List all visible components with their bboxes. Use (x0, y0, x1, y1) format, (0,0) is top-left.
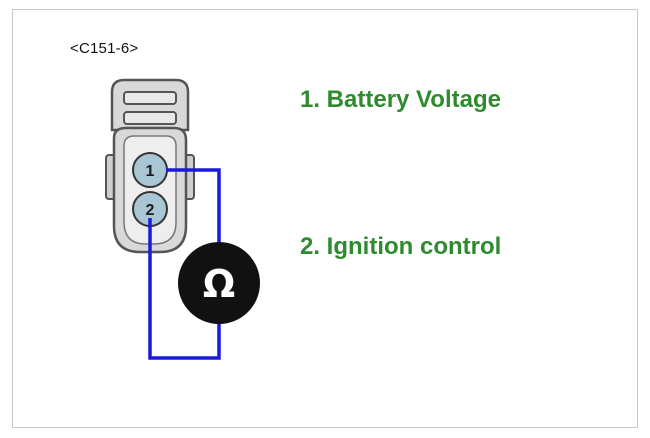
ohm-symbol: Ω (203, 262, 235, 306)
pin-2-number: 2 (146, 202, 155, 219)
pin-2: 2 (132, 191, 168, 227)
wire-pin-1 (148, 168, 221, 360)
pin-2-description: 2. Ignition control (300, 233, 502, 260)
connector-label: <C151-6> (70, 40, 139, 57)
ohmmeter-icon: Ω (178, 242, 260, 324)
connector-latch (110, 78, 190, 132)
pin-1-description: 1. Battery Voltage (300, 86, 501, 113)
pin-1: 1 (132, 152, 168, 188)
pin-1-number: 1 (146, 163, 155, 180)
